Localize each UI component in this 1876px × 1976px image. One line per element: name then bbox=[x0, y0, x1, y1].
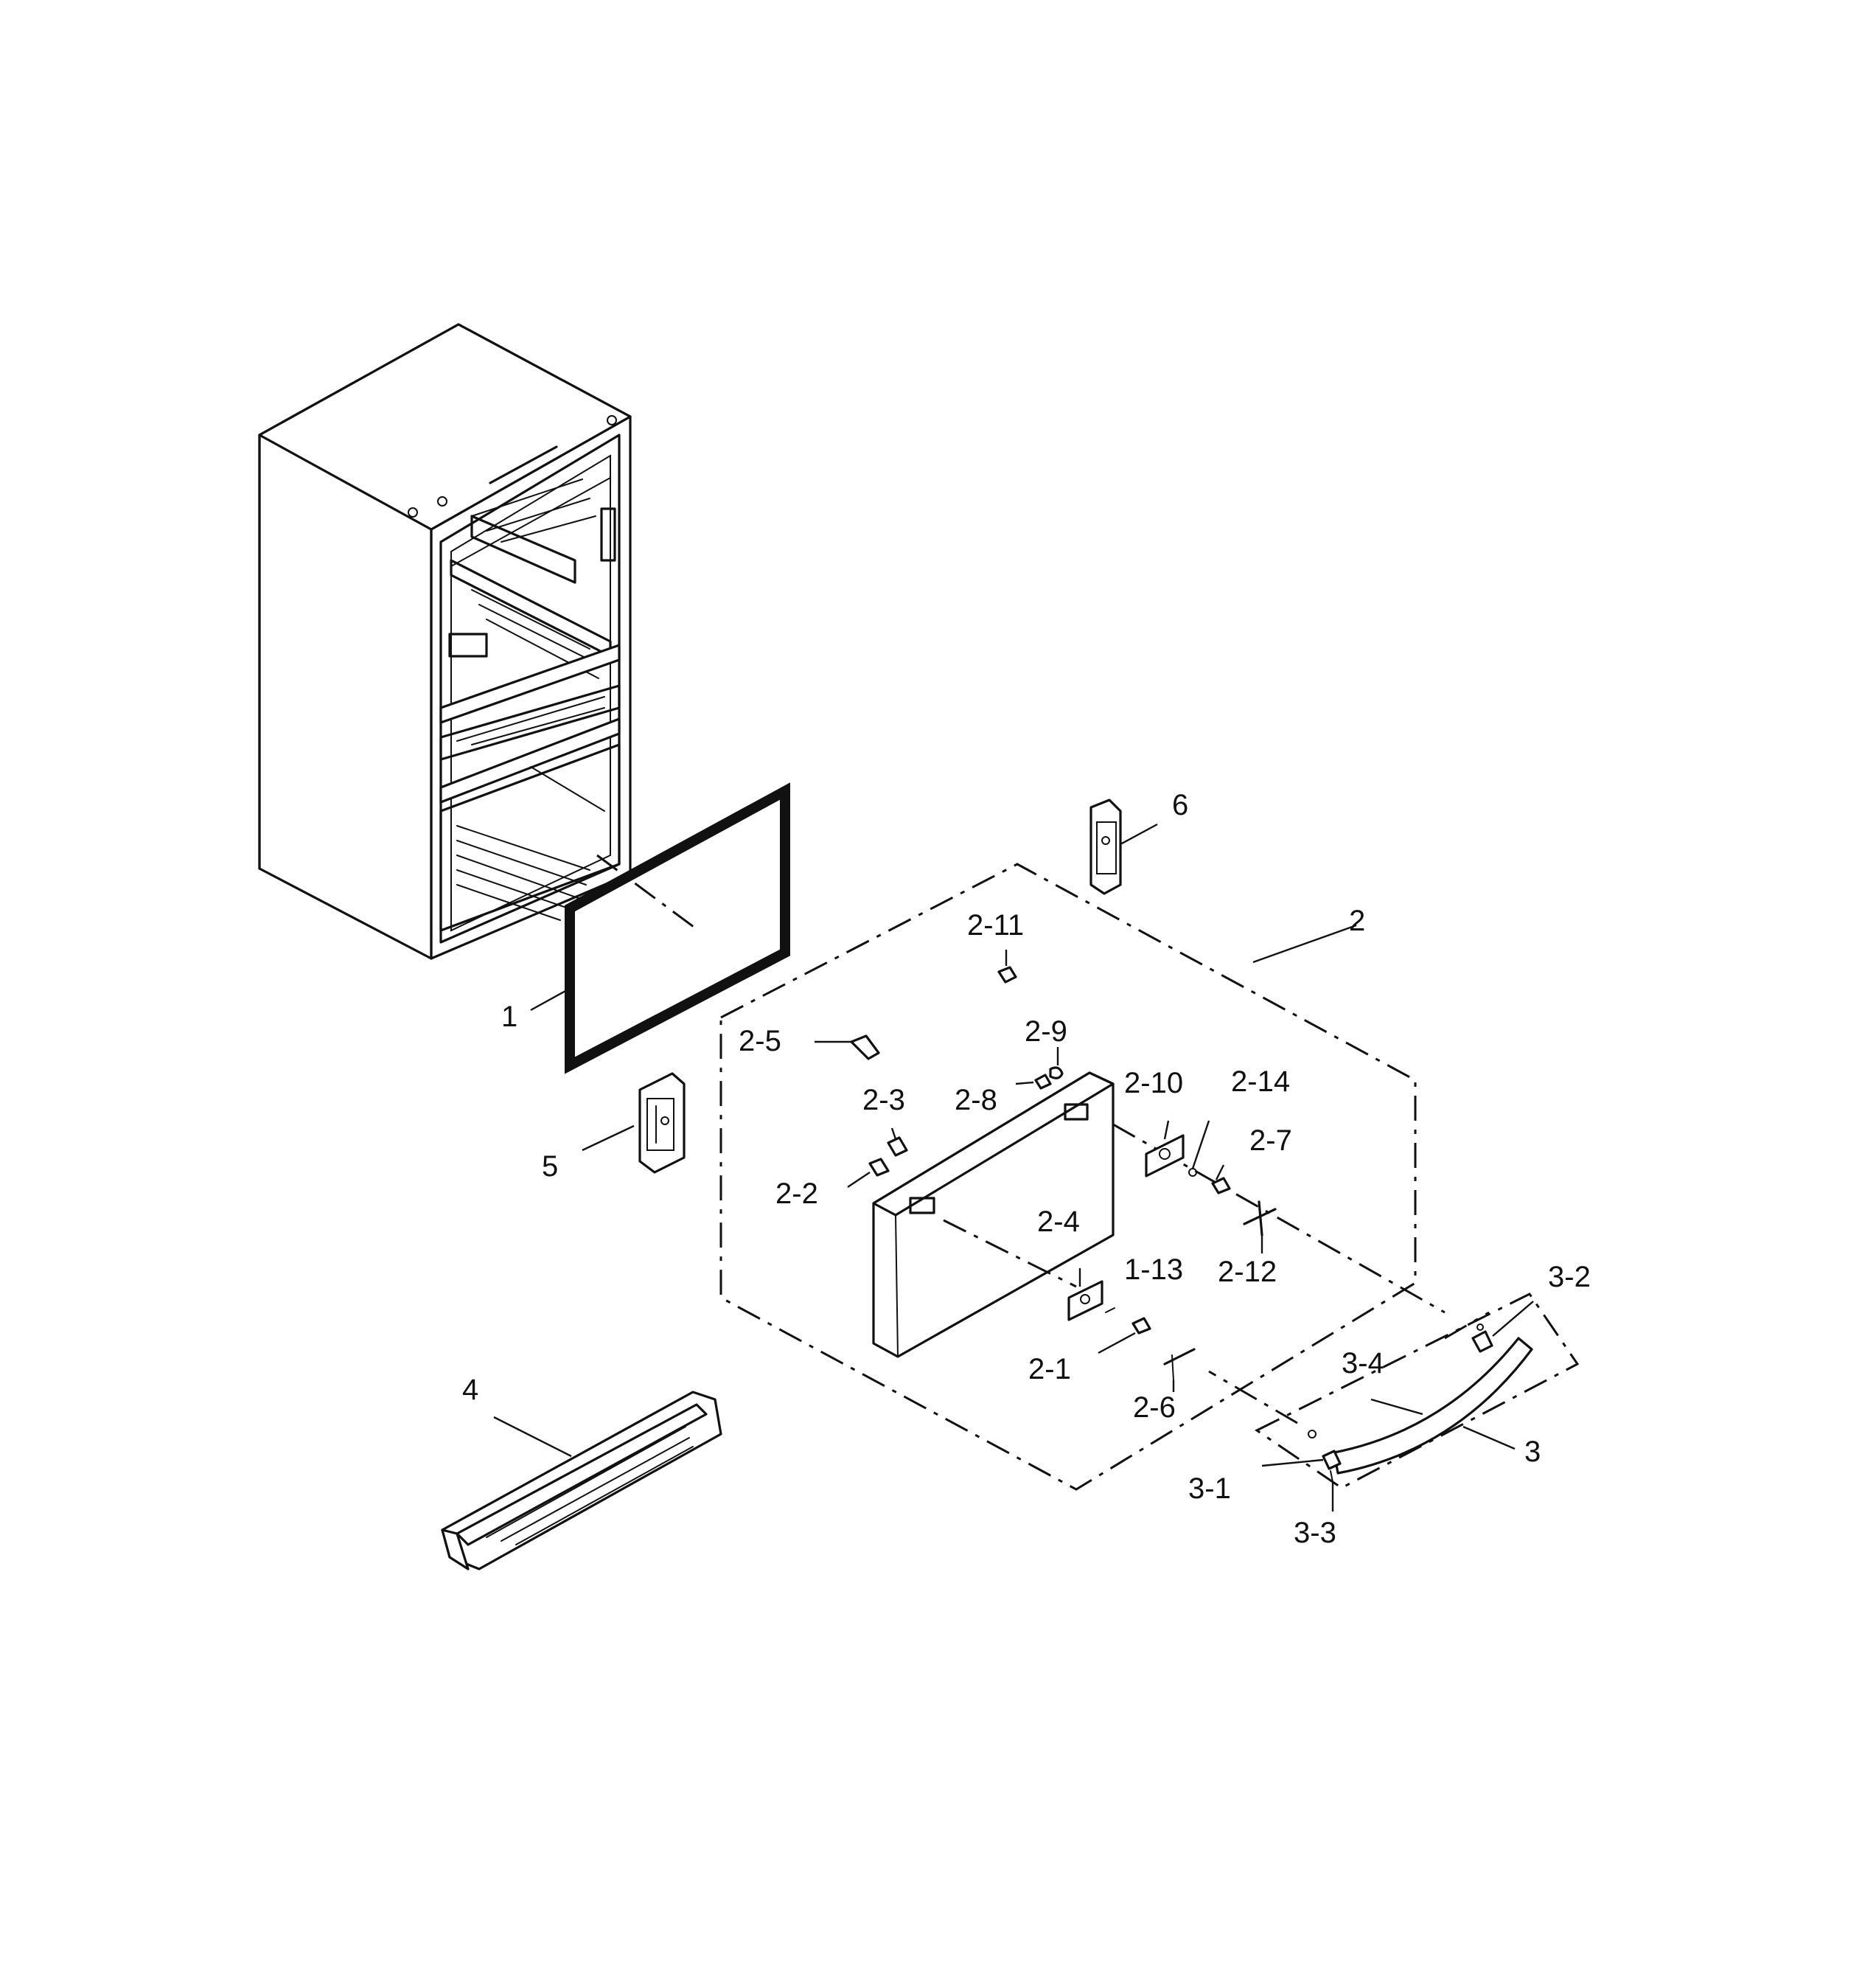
callout-3-4: 3-4 bbox=[1342, 1347, 1384, 1380]
callout-2-7: 2-7 bbox=[1249, 1124, 1292, 1157]
callout-2-11: 2-11 bbox=[967, 909, 1024, 942]
callout-2-14: 2-14 bbox=[1231, 1065, 1290, 1098]
callout-1-13: 1-13 bbox=[1124, 1253, 1183, 1286]
callout-labels: 1 2 3 4 5 6 2-1 2-2 2-3 2-4 2-5 2-6 2-7 … bbox=[462, 789, 1591, 1549]
hinge-bracket-right bbox=[1089, 799, 1122, 895]
freezer-door-panel bbox=[872, 1071, 1446, 1358]
callout-6: 6 bbox=[1172, 789, 1188, 821]
callout-2: 2 bbox=[1349, 905, 1365, 937]
callout-2-5: 2-5 bbox=[739, 1025, 781, 1057]
callout-3-1: 3-1 bbox=[1188, 1472, 1231, 1505]
callout-5: 5 bbox=[542, 1150, 558, 1183]
callout-3: 3 bbox=[1524, 1436, 1541, 1468]
callout-3-3: 3-3 bbox=[1294, 1517, 1336, 1549]
callout-2-4: 2-4 bbox=[1037, 1206, 1080, 1238]
callout-2-2: 2-2 bbox=[775, 1177, 818, 1210]
callout-3-2: 3-2 bbox=[1548, 1261, 1591, 1293]
callout-2-12: 2-12 bbox=[1218, 1256, 1277, 1288]
callout-4: 4 bbox=[462, 1374, 478, 1406]
callout-2-1: 2-1 bbox=[1028, 1353, 1071, 1385]
callout-2-10: 2-10 bbox=[1124, 1067, 1183, 1099]
callout-2-6: 2-6 bbox=[1133, 1391, 1176, 1424]
callout-2-9: 2-9 bbox=[1025, 1015, 1067, 1048]
door-hardware bbox=[850, 966, 1277, 1381]
freezer-basket bbox=[441, 1391, 722, 1570]
callout-2-3: 2-3 bbox=[862, 1084, 905, 1116]
gasket-part bbox=[565, 782, 790, 1074]
hinge-bracket-left bbox=[638, 1072, 686, 1174]
callout-1: 1 bbox=[501, 1001, 517, 1033]
freezer-door-assembly-outline bbox=[719, 863, 1417, 1491]
handle-assembly bbox=[1208, 1293, 1580, 1489]
refrigerator-cabinet bbox=[258, 323, 632, 960]
leader-lines bbox=[493, 823, 1534, 1511]
callout-2-8: 2-8 bbox=[955, 1084, 997, 1116]
